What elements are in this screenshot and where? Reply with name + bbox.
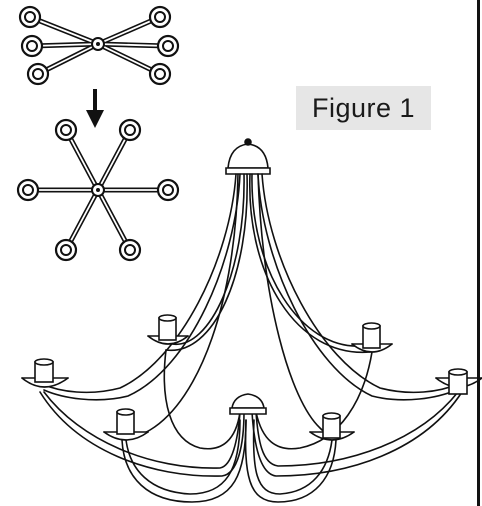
figure-label: Figure 1: [296, 86, 431, 130]
page-edge-rule: [477, 0, 480, 506]
spread-hub-diagram: [16, 118, 180, 262]
folded-hub-diagram: [18, 5, 180, 86]
down-arrow-icon: [86, 89, 104, 128]
chandelier-illustration: [21, 138, 482, 503]
